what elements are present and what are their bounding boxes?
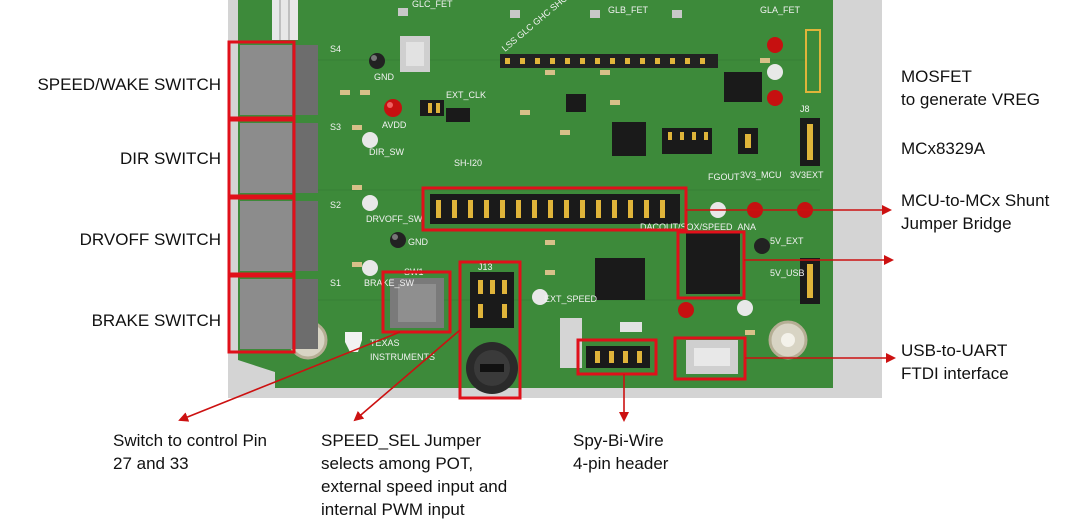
silk-drvoff-sw: DRVOFF_SW: [366, 214, 423, 224]
test-points: [362, 37, 813, 318]
callout-arrows: [178, 205, 896, 422]
arrow-switch-pin: [178, 331, 401, 422]
highlight-boxes: [227, 40, 747, 400]
label-shunt-line2: Jumper Bridge: [901, 214, 1012, 233]
silk-s2: S2: [330, 200, 341, 210]
box-brake: [227, 274, 296, 354]
mcu-ic: [595, 258, 645, 300]
silk-3v3-mcu: 3V3_MCU: [740, 170, 782, 180]
box-dir: [227, 118, 296, 198]
label-brake: BRAKE SWITCH: [91, 311, 221, 330]
label-drvoff: DRVOFF SWITCH: [79, 230, 221, 249]
label-mosfet-line1: MOSFET: [901, 67, 972, 86]
config-table: [272, 0, 298, 40]
label-dir: DIR SWITCH: [119, 149, 221, 168]
silk-ext-clk: EXT_CLK: [446, 90, 486, 100]
box-speed-wake: [227, 40, 296, 120]
silk-glb-fet: GLB_FET: [608, 5, 649, 15]
silk-j13: J13: [478, 262, 493, 272]
label-switch-pin-line2: 27 and 33: [113, 454, 189, 473]
silk-s1: S1: [330, 278, 341, 288]
silk-brake-sw: BRAKE_SW: [364, 278, 415, 288]
label-mcx: MCx8329A: [901, 139, 986, 158]
silk-s4: S4: [330, 44, 341, 54]
silk-3v3ext: 3V3EXT: [790, 170, 824, 180]
silk-ti-line2: INSTRUMENTS: [370, 352, 435, 362]
label-usb: USB-to-UART FTDI interface: [901, 339, 1009, 385]
label-sbw: Spy-Bi-Wire 4-pin header: [573, 429, 668, 475]
label-mosfet: MOSFET to generate VREG: [901, 65, 1040, 111]
label-mosfet-line2: to generate VREG: [901, 90, 1040, 109]
silk-ext-speed: EXT_SPEED: [544, 294, 598, 304]
label-shunt: MCU-to-MCx Shunt Jumper Bridge: [901, 189, 1049, 235]
label-switch-pin-line1: Switch to control Pin: [113, 431, 268, 450]
label-usb-line2: FTDI interface: [901, 364, 1009, 383]
box-sbw: [576, 338, 658, 376]
silk-dir-sw: DIR_SW: [369, 147, 405, 157]
silk-5v-ext: 5V_EXT: [770, 236, 804, 246]
box-sw1: [381, 270, 452, 334]
silk-ti-line1: TEXAS: [370, 338, 400, 348]
label-speed-wake: SPEED/WAKE SWITCH: [37, 75, 221, 94]
label-switch-pin: Switch to control Pin 27 and 33: [113, 429, 267, 475]
silk-dacout: DACOUT/SOX/SPEED_ANA: [640, 222, 756, 232]
label-sbw-line2: 4-pin header: [573, 454, 669, 473]
label-speed-sel-line4: internal PWM input: [321, 500, 465, 519]
ti-logo: [345, 332, 362, 352]
label-usb-line1: USB-to-UART: [901, 341, 1008, 360]
tactile-switches: [240, 45, 318, 349]
label-shunt-line1: MCU-to-MCx Shunt: [901, 191, 1050, 210]
silk-j8: J8: [800, 104, 810, 114]
silk-sh-i20: SH-I20: [454, 158, 482, 168]
silk-avdd: AVDD: [382, 120, 407, 130]
silk-5v-usb: 5V_USB: [770, 268, 805, 278]
box-drvoff: [227, 196, 296, 276]
label-speed-sel-line3: external speed input and: [321, 477, 508, 496]
sbw-header: [586, 346, 650, 368]
silk-gla-fet: GLA_FET: [760, 5, 801, 15]
box-shunt: [421, 186, 688, 232]
label-speed-sel-line2: selects among POT,: [321, 454, 474, 473]
silk-glc-fet: GLC_FET: [412, 0, 453, 9]
box-ftdi-ic: [676, 230, 746, 300]
label-speed-sel: SPEED_SEL Jumper selects among POT, exte…: [321, 429, 507, 521]
label-sbw-line1: Spy-Bi-Wire: [573, 431, 664, 450]
silk-gnd2: GND: [408, 237, 429, 247]
top-header: [500, 54, 718, 68]
silk-gnd1: GND: [374, 72, 395, 82]
mcx-ic: [612, 122, 646, 156]
ftdi-ic: [686, 232, 740, 294]
arrow-speed-sel: [353, 329, 461, 422]
silk-fgout: FGOUT: [708, 172, 740, 182]
silk-s3: S3: [330, 122, 341, 132]
label-speed-sel-line1: SPEED_SEL Jumper: [321, 431, 481, 450]
shunt-header: [430, 194, 680, 224]
